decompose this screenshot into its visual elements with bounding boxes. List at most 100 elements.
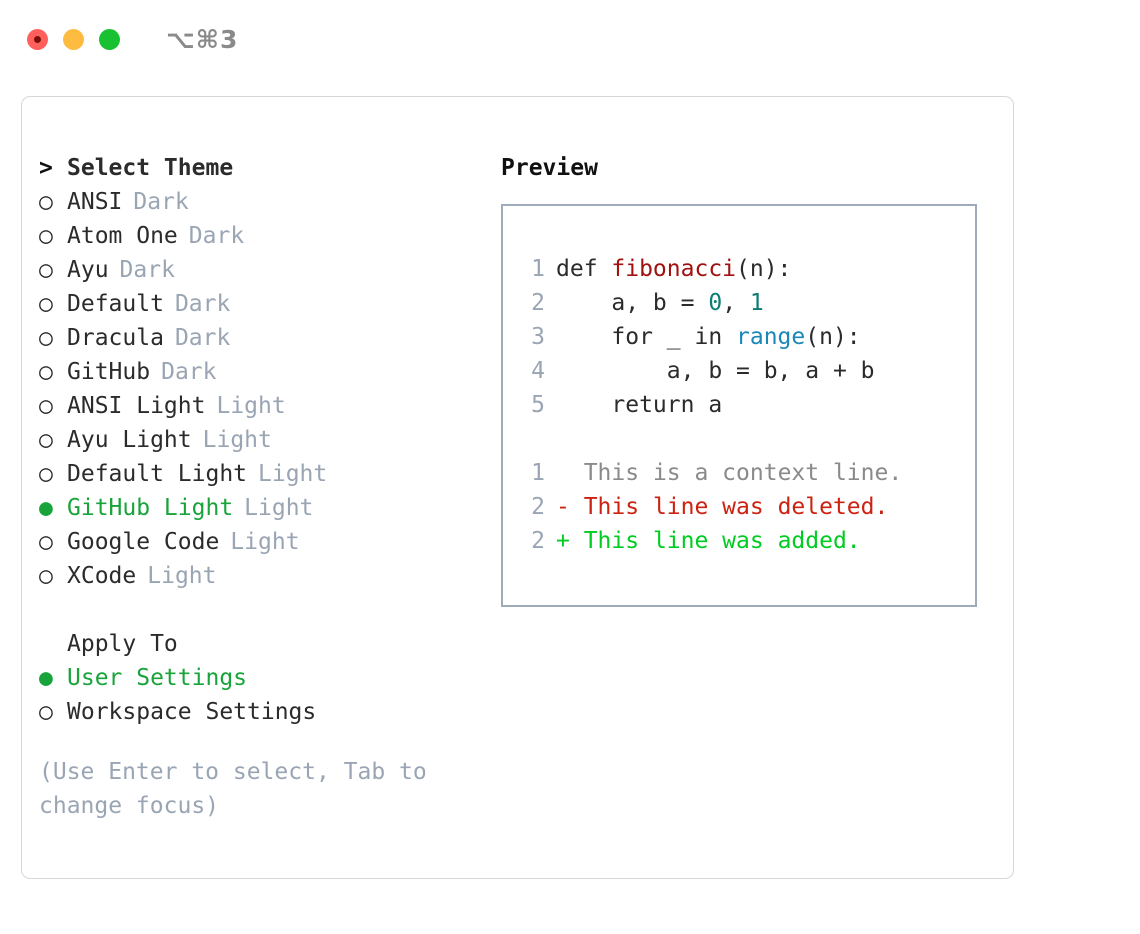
theme-option-label: XCode <box>67 563 137 589</box>
code-line-number: 1 <box>531 256 545 282</box>
title-bar: ⌥⌘3 <box>0 0 1140 78</box>
radio-selected-icon: ● <box>39 495 53 521</box>
theme-option-xcode[interactable]: ○ XCode Light <box>39 559 479 593</box>
diff-line-number: 2 <box>531 528 545 554</box>
theme-option-dracula[interactable]: ○ Dracula Dark <box>39 321 479 355</box>
theme-option-label: ANSI Light <box>67 393 206 419</box>
theme-option-label: GitHub <box>67 359 151 385</box>
apply-to-option-list: ● User Settings ○Workspace Settings <box>39 661 479 729</box>
apply-to-option-label: Workspace Settings <box>67 699 317 725</box>
radio-unselected-icon: ○ <box>39 393 53 419</box>
preview-gap <box>519 422 975 456</box>
preview-title: Preview <box>501 155 598 181</box>
theme-variant-tag: Light <box>244 495 314 521</box>
code-line-number: 5 <box>531 392 545 418</box>
theme-variant-tag: Dark <box>174 325 231 351</box>
radio-selected-icon: ● <box>39 665 53 691</box>
code-token-plain: for _ in <box>556 324 737 350</box>
theme-option-label: Dracula <box>67 325 164 351</box>
theme-option-atom-one[interactable]: ○ Atom One Dark <box>39 219 479 253</box>
theme-option-label: Default <box>67 291 164 317</box>
window-controls <box>27 28 120 50</box>
code-token-num: 1 <box>749 290 764 316</box>
code-token-plain: , <box>722 290 750 316</box>
diff-line-add: 2 + This line was added. <box>519 524 975 558</box>
theme-variant-tag: Light <box>202 427 272 453</box>
theme-option-github-light[interactable]: ● GitHub Light Light <box>39 491 479 525</box>
code-token-plain: a, b = b, a + b <box>556 358 875 384</box>
radio-unselected-icon: ○ <box>39 529 53 555</box>
code-token-func: fibonacci <box>611 256 737 282</box>
radio-unselected-icon: ○ <box>39 257 53 283</box>
theme-variant-tag: Dark <box>174 291 231 317</box>
apply-to-option-label: User Settings <box>67 665 248 691</box>
radio-unselected-icon: ○ <box>39 223 53 249</box>
theme-option-ansi-light[interactable]: ○ ANSI Light Light <box>39 389 479 423</box>
diff-line-number: 1 <box>531 460 545 486</box>
prompt-caret-icon: > <box>39 155 53 181</box>
theme-variant-tag: Light <box>147 563 217 589</box>
radio-unselected-icon: ○ <box>39 461 53 487</box>
apply-to-option-workspace-settings[interactable]: ○Workspace Settings <box>39 695 479 729</box>
diff-line-del: 2- This line was deleted. <box>519 490 975 524</box>
diff-line-number: 2 <box>531 494 545 520</box>
theme-option-label: Default Light <box>67 461 248 487</box>
theme-option-default[interactable]: ○ Default Dark <box>39 287 479 321</box>
theme-option-label: Google Code <box>67 529 220 555</box>
theme-list-title: Select Theme <box>67 155 234 181</box>
theme-option-google-code[interactable]: ○ Google Code Light <box>39 525 479 559</box>
theme-variant-tag: Dark <box>161 359 217 385</box>
theme-option-label: ANSI <box>67 189 123 215</box>
diff-line-text: This line was added. <box>583 528 861 554</box>
theme-option-label: GitHub Light <box>67 495 234 521</box>
diff-sample: 1 This is a context line.2- This line wa… <box>519 456 975 558</box>
apply-to-title: Apply To <box>67 631 178 657</box>
code-token-plain: (n): <box>736 256 792 282</box>
diff-line-text: This line was deleted. <box>583 494 889 520</box>
radio-unselected-icon: ○ <box>39 563 53 589</box>
code-line-number: 2 <box>531 290 545 316</box>
code-token-plain: return a <box>556 392 723 418</box>
theme-variant-tag: Dark <box>188 223 245 249</box>
apply-to-option-user-settings[interactable]: ● User Settings <box>39 661 479 695</box>
radio-unselected-icon: ○ <box>39 325 53 351</box>
code-line-number: 3 <box>531 324 545 350</box>
code-token-call: range <box>736 324 806 350</box>
code-token-plain: (n): <box>805 324 861 350</box>
maximize-window-icon[interactable] <box>99 28 120 50</box>
code-line: 2 a, b = 0, 1 <box>519 286 975 320</box>
keyboard-hint-text: (Use Enter to select, Tab to change focu… <box>39 759 427 819</box>
code-token-num: 0 <box>708 290 723 316</box>
theme-option-ansi[interactable]: ○ ANSI Dark <box>39 185 479 219</box>
diff-line-ctx: 1 This is a context line. <box>519 456 975 490</box>
close-window-icon[interactable] <box>27 28 48 50</box>
radio-unselected-icon: ○ <box>39 291 53 317</box>
theme-variant-tag: Light <box>216 393 286 419</box>
theme-variant-tag: Dark <box>133 189 189 215</box>
diff-line-text: This is a context line. <box>583 460 903 486</box>
radio-unselected-icon: ○ <box>39 189 53 215</box>
theme-option-label: Atom One <box>67 223 178 249</box>
code-line: 5 return a <box>519 388 975 422</box>
diff-marker: + <box>556 528 584 554</box>
code-line: 1 def fibonacci(n): <box>519 252 975 286</box>
code-line: 4 a, b = b, a + b <box>519 354 975 388</box>
theme-variant-tag: Light <box>230 529 300 555</box>
radio-unselected-icon: ○ <box>39 427 53 453</box>
code-token-plain: def <box>556 256 612 282</box>
diff-marker: - <box>556 494 584 520</box>
diff-marker <box>556 460 584 486</box>
minimize-window-icon[interactable] <box>63 28 84 50</box>
theme-option-label: Ayu <box>67 257 109 283</box>
